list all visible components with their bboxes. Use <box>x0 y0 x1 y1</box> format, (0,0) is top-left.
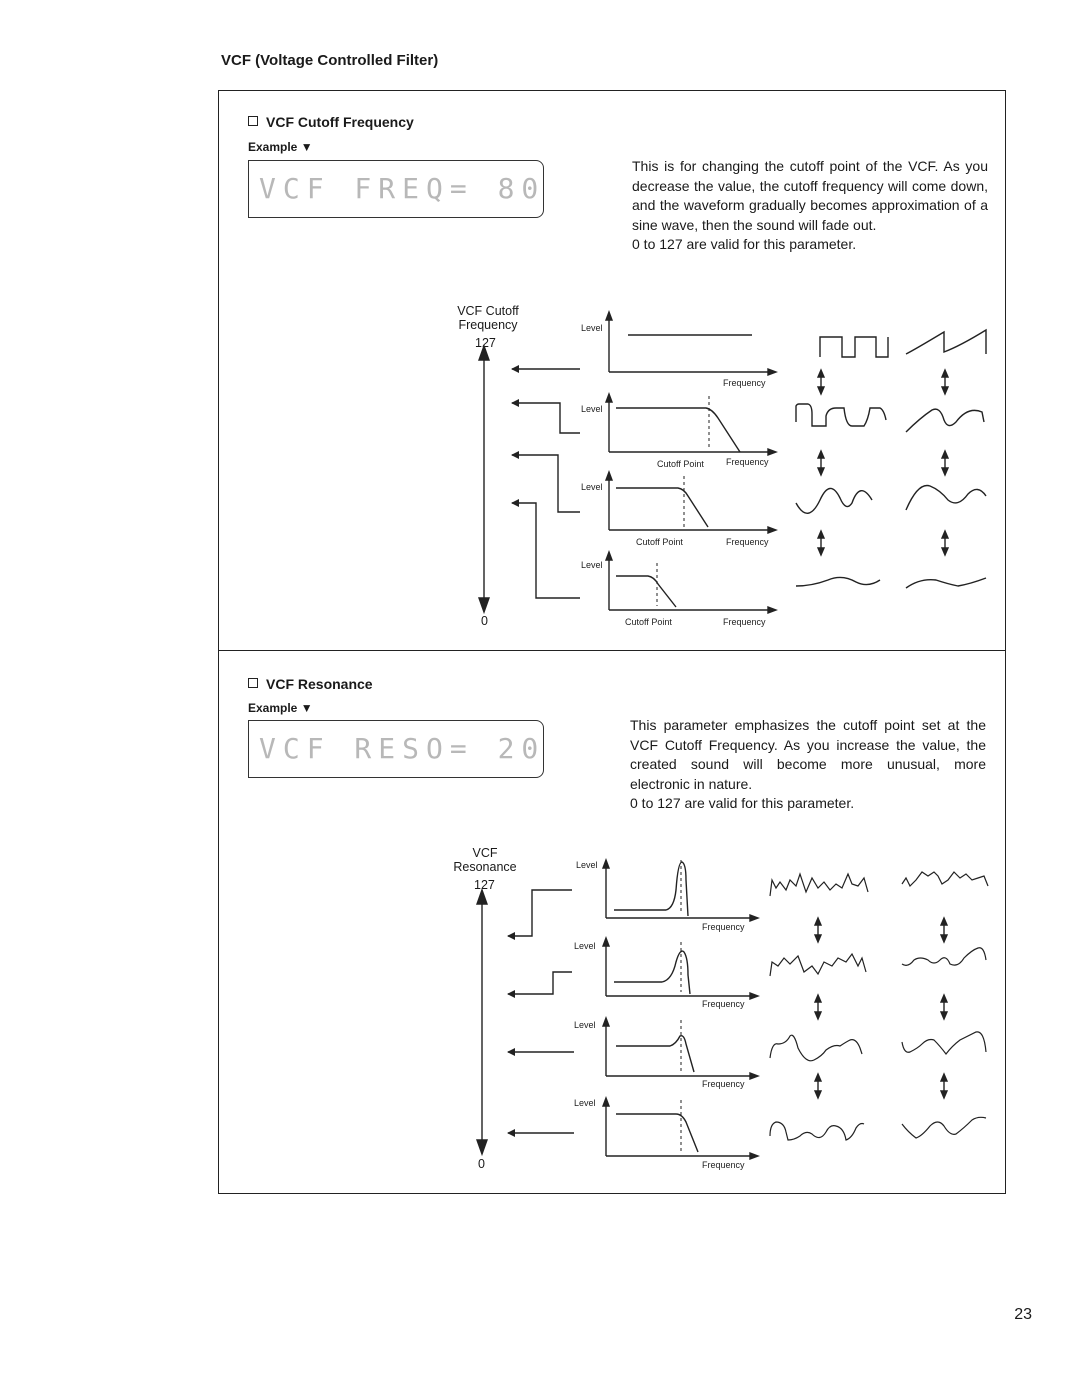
resonance-lcd-display: VCF RESO= 20 <box>248 720 544 778</box>
graph-level-label: Level <box>574 1020 596 1030</box>
resonant-sawtooth-wave-icon <box>901 871 989 888</box>
resonance-paragraph: This parameter emphasizes the cutoff poi… <box>630 717 986 792</box>
graph-level-label: Level <box>581 323 603 333</box>
double-arrow-icon <box>813 916 949 1100</box>
axis-arrow-down-icon <box>476 1139 488 1157</box>
resonance-description: This parameter emphasizes the cutoff poi… <box>630 716 986 814</box>
sawtooth-wave-icon <box>905 328 987 355</box>
graph-frequency-label: Frequency <box>702 1160 745 1170</box>
step-arrow <box>511 451 580 513</box>
filter-graph-1 <box>604 310 778 377</box>
sine-wave-icon <box>905 577 987 589</box>
resonance-example-label: Example ▼ <box>248 701 313 715</box>
page-heading: VCF (Voltage Controlled Filter) <box>221 52 439 69</box>
cutoff-paragraph: This is for changing the cutoff point of… <box>632 158 988 233</box>
graph-level-label: Level <box>581 482 603 492</box>
filter-graph-4 <box>604 550 778 615</box>
step-arrow <box>507 971 572 998</box>
checkbox-square-icon <box>248 678 258 688</box>
graph-frequency-label: Frequency <box>723 378 766 388</box>
graph-frequency-label: Frequency <box>702 999 745 1009</box>
graph-level-label: Level <box>581 404 603 414</box>
axis-arrow-up-icon <box>476 887 488 905</box>
step-arrow <box>511 499 580 599</box>
resonance-axis-label: VCF Resonance <box>453 846 517 874</box>
sawtooth-wave-icon <box>901 1116 987 1139</box>
graph-cutoff-point-label: Cutoff Point <box>625 617 672 627</box>
section-divider <box>218 650 1006 651</box>
resonance-valid-range: 0 to 127 are valid for this parameter. <box>630 795 855 812</box>
filter-graph-3 <box>604 470 778 535</box>
resonance-graph-3 <box>601 1016 760 1081</box>
square-wave-icon <box>769 1121 865 1141</box>
cutoff-max-value: 127 <box>475 336 496 350</box>
graph-level-label: Level <box>576 860 598 870</box>
cutoff-description: This is for changing the cutoff point of… <box>632 157 988 255</box>
resonance-max-value: 127 <box>474 878 495 892</box>
sine-wave-icon <box>795 576 881 587</box>
page-number: 23 <box>1014 1306 1032 1323</box>
cutoff-example-label: Example ▼ <box>248 140 313 154</box>
graph-cutoff-point-label: Cutoff Point <box>657 459 704 469</box>
filtered-sawtooth-wave-icon <box>905 408 985 433</box>
resonance-section-title: VCF Resonance <box>248 676 373 692</box>
graph-level-label: Level <box>574 1098 596 1108</box>
graph-frequency-label: Frequency <box>702 922 745 932</box>
resonant-square-wave-icon <box>769 872 869 897</box>
cutoff-section-title: VCF Cutoff Frequency <box>248 114 414 130</box>
axis-arrow-down-icon <box>478 597 490 615</box>
filter-graph-2 <box>604 392 778 457</box>
checkbox-square-icon <box>248 116 258 126</box>
resonant-sawtooth-wave-icon <box>901 947 987 966</box>
resonance-graph-1 <box>601 858 760 923</box>
resonance-graph-4 <box>601 1096 760 1161</box>
graph-cutoff-point-label: Cutoff Point <box>636 537 683 547</box>
rounded-sawtooth-icon <box>905 484 987 511</box>
resonant-square-wave-icon <box>769 1034 863 1062</box>
cutoff-min-value: 0 <box>481 614 488 628</box>
rounded-wave-icon <box>795 487 873 514</box>
cutoff-valid-range: 0 to 127 are valid for this parameter. <box>632 236 857 253</box>
graph-frequency-label: Frequency <box>723 617 766 627</box>
resonant-square-wave-icon <box>769 952 867 977</box>
resonance-min-value: 0 <box>478 1157 485 1171</box>
cutoff-axis-label: VCF Cutoff Frequency <box>457 304 519 332</box>
graph-frequency-label: Frequency <box>726 537 769 547</box>
resonant-sawtooth-wave-icon <box>901 1031 987 1055</box>
graph-frequency-label: Frequency <box>702 1079 745 1089</box>
double-arrow-icon <box>816 368 950 557</box>
square-wave-icon <box>819 336 889 358</box>
filtered-square-wave-icon <box>795 403 887 427</box>
axis-arrow-up-icon <box>478 343 490 361</box>
graph-level-label: Level <box>574 941 596 951</box>
cutoff-lcd-display: VCF FREQ= 80 <box>248 160 544 218</box>
step-arrow <box>511 399 580 434</box>
content-frame <box>218 90 1006 1194</box>
graph-frequency-label: Frequency <box>726 457 769 467</box>
graph-level-label: Level <box>581 560 603 570</box>
resonance-graph-2 <box>601 936 760 1001</box>
step-arrow <box>507 889 572 940</box>
